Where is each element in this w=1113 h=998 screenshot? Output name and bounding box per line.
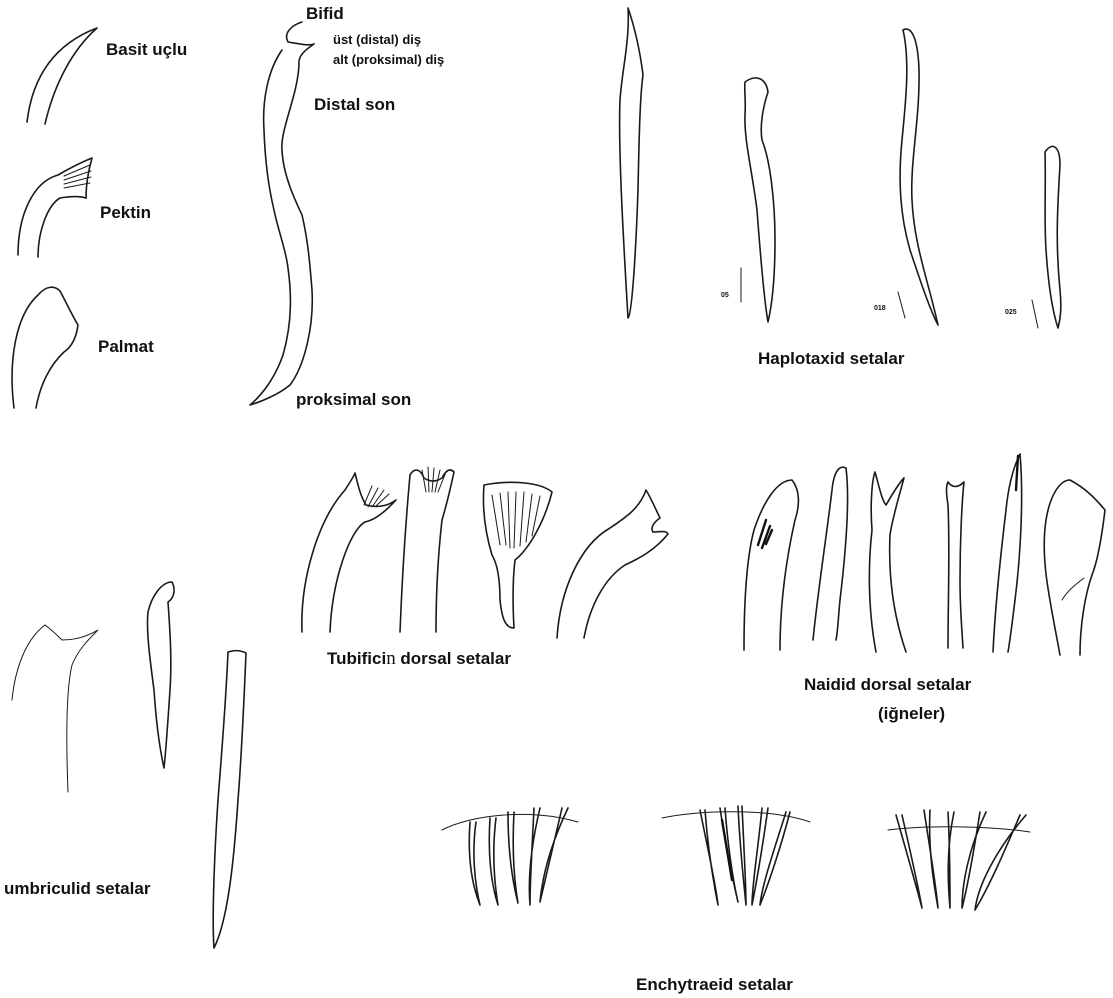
bifid-seta [250, 22, 314, 405]
naidid-seta-4 [947, 482, 965, 648]
enchytraeid-bundle-1 [442, 808, 578, 905]
tubificin-seta-4 [557, 490, 668, 638]
basit-uclu-seta [27, 28, 97, 124]
naidid-seta-6 [1044, 480, 1105, 655]
tubificin-seta-1 [302, 473, 396, 632]
enchytraeid-bundle-2 [662, 806, 810, 905]
label-distal-son: Distal son [314, 95, 395, 114]
label-alt-dis: alt (proksimal) diş [333, 52, 444, 67]
haplotaxid-setae [620, 8, 1061, 328]
label-basit-uclu: Basit uçlu [106, 40, 187, 59]
label-palmat: Palmat [98, 337, 154, 356]
naidid-seta-1 [744, 480, 798, 650]
haplotaxid-seta-3 [900, 29, 938, 325]
label-tubificin-a: Tubificin dorsal setalar [327, 648, 511, 669]
tubificin-dorsal-setae [302, 467, 668, 638]
label-lumbriculid: umbriculid setalar [4, 879, 151, 898]
label-pektin: Pektin [100, 203, 151, 222]
haplotaxid-seta-4 [1045, 146, 1061, 328]
haplotaxid-seta-1 [620, 8, 643, 318]
label-haplotaxid: Haplotaxid setalar [758, 349, 905, 368]
palmat-seta [12, 287, 78, 408]
lumbriculid-seta-1 [12, 625, 98, 792]
lumbriculid-seta-3 [213, 651, 246, 948]
label-bifid: Bifid [306, 4, 344, 23]
label-naidid-1: Naidid dorsal setalar [804, 675, 972, 694]
naidid-seta-3 [869, 472, 906, 652]
scale-label-2: 018 [874, 305, 886, 312]
scale-bar-2 [898, 292, 905, 318]
enchytraeid-bundle-3 [888, 810, 1030, 910]
naidid-dorsal-setae [744, 454, 1105, 655]
lumbriculid-seta-2 [147, 582, 174, 768]
scale-bar-3 [1032, 300, 1038, 328]
label-ust-dis: üst (distal) diş [333, 32, 421, 47]
enchytraeid-setae [442, 806, 1030, 910]
scale-label-3: 025 [1005, 309, 1017, 316]
label-naidid-2: (iğneler) [878, 704, 945, 723]
tubificin-seta-2 [400, 470, 454, 632]
pektin-seta [18, 158, 92, 257]
label-proksimal-son: proksimal son [296, 390, 411, 409]
scale-label-1: 05 [721, 292, 729, 299]
label-enchytraeid: Enchytraeid setalar [636, 975, 793, 994]
naidid-seta-2 [813, 467, 848, 640]
haplotaxid-seta-2 [745, 78, 775, 322]
